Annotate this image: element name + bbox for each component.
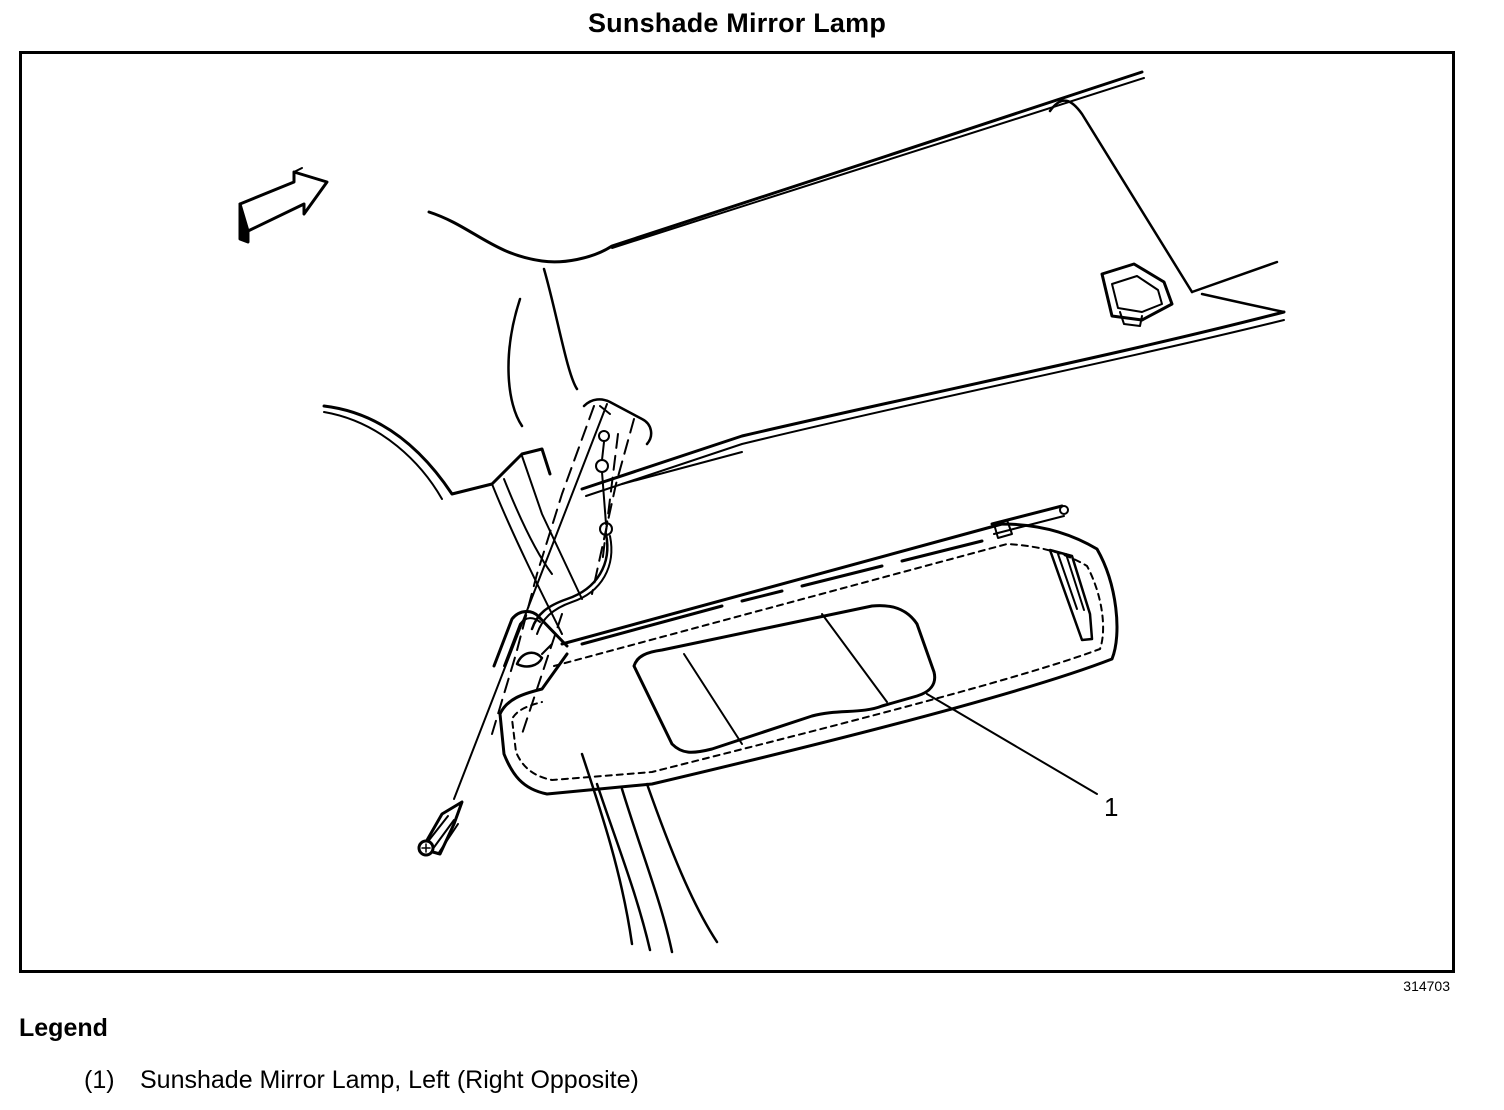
- headliner: [427, 70, 1286, 497]
- windshield-pillar: [322, 267, 719, 954]
- mirror-lamp-cover: [632, 604, 937, 754]
- legend-item-number: (1): [84, 1066, 115, 1094]
- legend-list: (1) Sunshade Mirror Lamp, Left (Right Opp…: [84, 1066, 639, 1095]
- illustration-frame: 1: [19, 51, 1455, 973]
- diagram-title: Sunshade Mirror Lamp: [587, 8, 887, 38]
- dome-lamp: [1100, 262, 1174, 327]
- retaining-screw-icon: [417, 403, 608, 857]
- legend-item: (1) Sunshade Mirror Lamp, Left (Right Opp…: [84, 1066, 639, 1095]
- legend-item-text: Sunshade Mirror Lamp, Left (Right Opposi…: [140, 1066, 639, 1094]
- sunshade-visor: [498, 504, 1119, 796]
- callout-leader-line: [926, 693, 1098, 795]
- callout-label-1: 1: [1104, 792, 1118, 822]
- sunshade-illustration: 1: [238, 70, 1286, 954]
- mounting-bracket: [582, 398, 653, 536]
- figure-number: 314703: [1403, 978, 1450, 994]
- alignment-lines: [491, 405, 635, 735]
- legend-heading: Legend: [19, 1014, 108, 1042]
- visor-pivot-clip: [492, 610, 569, 668]
- front-direction-arrow-icon: [238, 167, 329, 244]
